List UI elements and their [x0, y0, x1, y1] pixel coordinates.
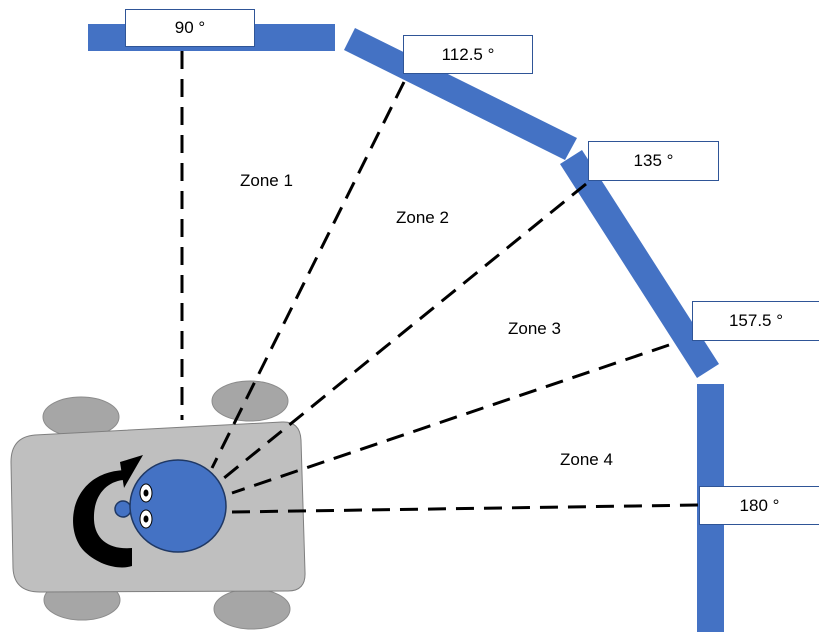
wall-segment-112 — [344, 28, 577, 160]
robot-wheel-top-right — [211, 380, 289, 422]
angle-label-112-5: 112.5 ° — [403, 35, 533, 74]
angle-label-180: 180 ° — [699, 486, 819, 525]
zone-label-1: Zone 1 — [240, 171, 293, 190]
zone-label-2: Zone 2 — [396, 208, 449, 227]
zone-label-3: Zone 3 — [508, 319, 561, 338]
angle-label-157-5: 157.5 ° — [692, 301, 819, 341]
robot-nose — [114, 500, 132, 518]
angle-label-90: 90 ° — [125, 9, 255, 47]
zone-label-4: Zone 4 — [560, 450, 613, 469]
robot-head — [129, 459, 227, 553]
robot-wheel-bottom-right — [213, 588, 291, 630]
curved-rotation-arrow-icon — [73, 455, 143, 568]
scan-line-157 — [231, 343, 670, 495]
robot-pupil-bottom — [143, 515, 149, 523]
scan-line-112 — [210, 81, 406, 469]
scan-line-180 — [231, 503, 701, 514]
angle-label-135: 135 ° — [588, 141, 719, 181]
wall-segment-135 — [560, 150, 719, 378]
robot-pupil-top — [143, 489, 149, 497]
scan-line-135 — [223, 182, 587, 480]
